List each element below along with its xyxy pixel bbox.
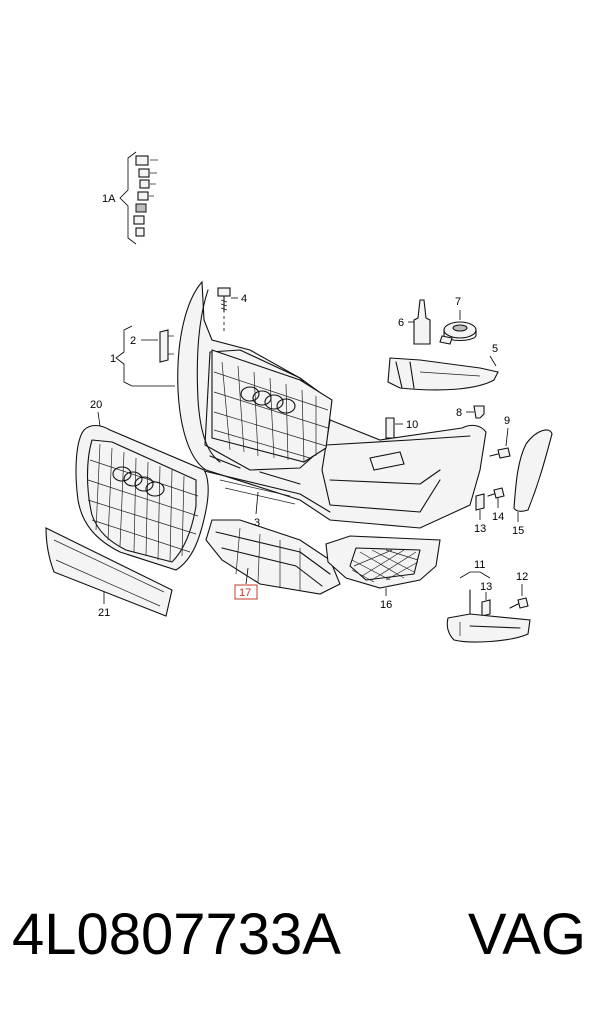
callout-16: 16: [380, 599, 392, 611]
callout-21: 21: [98, 607, 110, 619]
license-plate-holder-part-21: [45, 527, 173, 617]
bracket-part-13-lower: [481, 592, 491, 617]
screw-part-12: [509, 584, 529, 609]
callout-12: 12: [516, 571, 528, 583]
callout-10: 10: [406, 419, 418, 431]
callout-6: 6: [398, 317, 404, 329]
bumper-upper-grille: [211, 349, 333, 463]
callout-17: 17: [239, 587, 251, 599]
callout-15: 15: [512, 525, 524, 537]
clip-part-2: [141, 329, 174, 363]
clip-part-8: [466, 405, 485, 419]
callout-5: 5: [492, 343, 498, 355]
bracket-part-13-upper: [475, 493, 485, 520]
callout-9: 9: [504, 415, 510, 427]
callout-1a: 1A: [102, 193, 116, 205]
callout-2: 2: [130, 335, 136, 347]
bumper-cover-part-1: [177, 280, 487, 529]
callout-13-lower: 13: [480, 581, 492, 593]
mounting-bracket-part-11: [446, 589, 531, 643]
callout-17-highlight-box: [234, 584, 258, 600]
callout-11: 11: [474, 559, 485, 571]
callout-11-bracket: [459, 571, 491, 579]
screw-part-14: [487, 487, 505, 508]
bracket-part-5: [387, 355, 499, 391]
trim-part-15: [513, 429, 553, 522]
fog-lamp-grille-part-16: [325, 535, 441, 596]
callout-7: 7: [455, 296, 461, 308]
adhesive-bottle-part-6: [408, 299, 431, 345]
callout-20: 20: [90, 399, 102, 411]
part-number-caption: 4L0807733A: [12, 902, 341, 967]
callout-14: 14: [492, 511, 504, 523]
callout-8: 8: [456, 407, 462, 419]
fastener-set-1a: [119, 151, 158, 245]
screw-part-4: [217, 287, 238, 332]
callout-13-upper: 13: [474, 523, 486, 535]
tape-roll-part-7: [439, 310, 477, 345]
callout-1: 1: [110, 353, 116, 365]
brand-caption: VAG: [467, 902, 586, 967]
callout-1-bracket: [115, 325, 175, 387]
screw-part-9: [489, 427, 511, 459]
parts-diagram: 1A 1 2 4 3: [45, 151, 553, 643]
lower-grille-part-17: [205, 519, 341, 595]
radiator-grille-part-20: [75, 411, 209, 571]
clip-part-10: [385, 417, 403, 439]
callout-3: 3: [254, 517, 260, 529]
callout-4: 4: [241, 293, 247, 305]
